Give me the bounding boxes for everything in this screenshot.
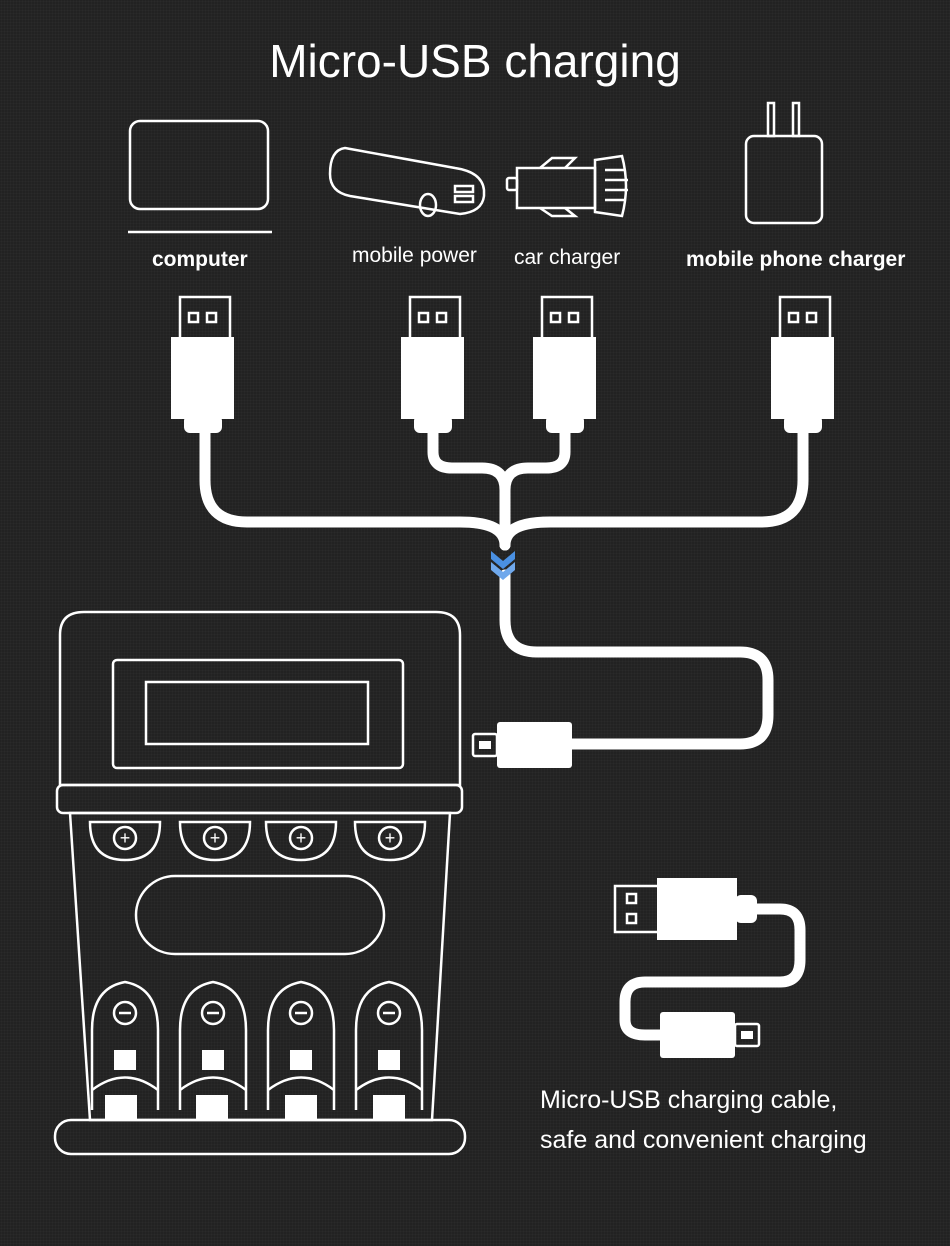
label-mobile-power: mobile power bbox=[352, 244, 477, 267]
downward-arrow-icon bbox=[491, 551, 515, 580]
svg-text:+: + bbox=[385, 828, 396, 848]
power-bank-icon bbox=[328, 146, 486, 218]
label-computer: computer bbox=[152, 248, 248, 271]
negative-terminals bbox=[90, 980, 424, 1120]
standalone-cable-icon bbox=[613, 878, 806, 1058]
label-phone-charger: mobile phone charger bbox=[686, 248, 906, 271]
usb-plug-computer bbox=[171, 295, 234, 433]
car-charger-icon bbox=[505, 154, 628, 218]
usb-plug-phone-charger bbox=[771, 295, 834, 433]
usb-plug-mobile-power bbox=[401, 295, 464, 433]
page-title: Micro-USB charging bbox=[269, 35, 681, 87]
svg-text:+: + bbox=[120, 828, 131, 848]
usb-splitter-cable bbox=[199, 424, 809, 750]
computer-icon bbox=[128, 119, 272, 234]
svg-text:+: + bbox=[296, 828, 307, 848]
cable-caption: Micro-USB charging cable, safe and conve… bbox=[540, 1080, 867, 1160]
caption-line-1: Micro-USB charging cable, bbox=[540, 1086, 838, 1114]
svg-text:+: + bbox=[210, 828, 221, 848]
micro-usb-plug bbox=[471, 722, 572, 768]
caption-line-2: safe and convenient charging bbox=[540, 1126, 867, 1154]
positive-terminals: + + + + bbox=[88, 820, 427, 862]
label-car-charger: car charger bbox=[514, 246, 621, 269]
wall-adapter-icon bbox=[744, 101, 824, 225]
usb-plug-car-charger bbox=[533, 295, 596, 433]
battery-charger-icon: + + + + bbox=[53, 610, 467, 1156]
